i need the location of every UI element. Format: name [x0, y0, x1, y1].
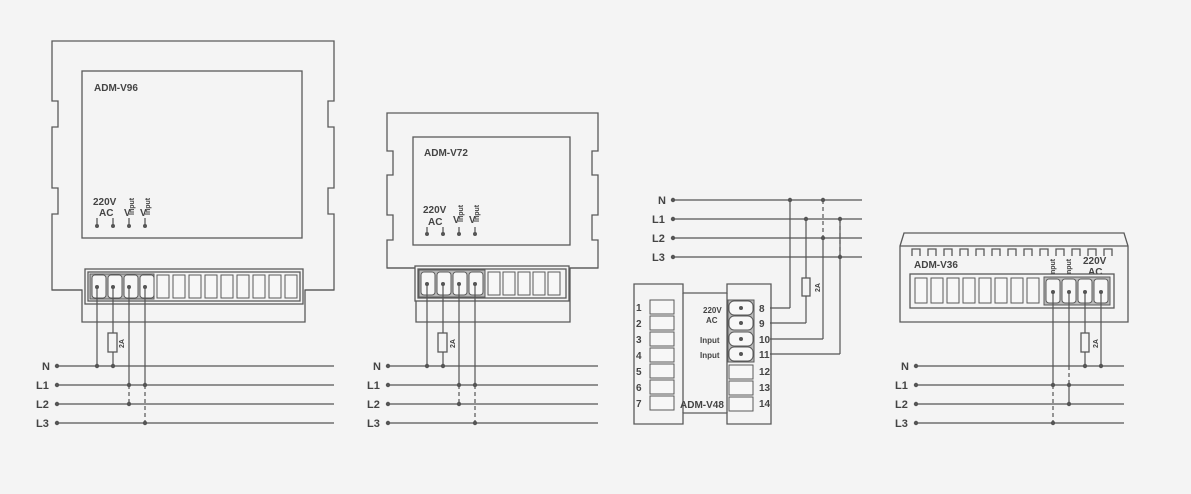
- v96-terminals: [89, 273, 298, 300]
- v96-line-l3: L3: [36, 418, 49, 430]
- v36-terminals: [914, 276, 1111, 306]
- v36-220v-label: 220V: [1083, 256, 1107, 267]
- v72-model-label: ADM-V72: [424, 148, 468, 159]
- v48-term-4: 4: [636, 351, 642, 362]
- v96-v2-label: V: [140, 208, 147, 219]
- v72-line-n: N: [373, 361, 381, 373]
- v48-line-l1: L1: [652, 214, 665, 226]
- v96-housing: [51, 40, 335, 323]
- v48-input1-label: Input: [700, 336, 720, 345]
- v48-220v-label: 220V: [703, 306, 722, 315]
- v48-term-13: 13: [759, 383, 771, 394]
- v48-term-14: 14: [759, 399, 771, 410]
- v72-fuse: [437, 332, 448, 353]
- v48-term-11: 11: [759, 350, 770, 361]
- v96-ac-label: AC: [99, 208, 113, 219]
- v96-line-l2: L2: [36, 399, 49, 411]
- v36-fuse: [1080, 332, 1090, 353]
- v96-line-n: N: [42, 361, 50, 373]
- v96-fuse: [107, 332, 118, 353]
- v96-v1-sub-label: Input: [129, 197, 136, 215]
- v36-vent-slots: [911, 248, 1113, 256]
- adm-v48-diagram: N L1 L2 L3 ADM-V48 1 2 3 4 5 6 7: [633, 195, 862, 425]
- v48-right-terminals: [727, 299, 755, 412]
- v48-term-1: 1: [636, 303, 642, 314]
- adm-v72-diagram: ADM-V72 220V AC V Input V Input: [367, 112, 599, 430]
- v96-220v-label: 220V: [93, 197, 117, 208]
- v72-fuse-label: 2A: [450, 339, 457, 348]
- v48-term-5: 5: [636, 367, 642, 378]
- v36-line-l3: L3: [895, 418, 908, 430]
- v48-fuse-label: 2A: [815, 283, 822, 292]
- v72-display: [412, 136, 571, 246]
- v72-pins: [425, 227, 477, 236]
- v96-v1-label: V: [124, 208, 131, 219]
- v48-term-6: 6: [636, 383, 642, 394]
- v72-220v-label: 220V: [423, 205, 447, 216]
- v36-fuse-label: 2A: [1093, 339, 1100, 348]
- v96-display: [81, 70, 303, 239]
- v72-line-l1: L1: [367, 380, 380, 392]
- v72-v1-sub-label: Input: [458, 204, 465, 222]
- v48-ac-label: AC: [706, 316, 718, 325]
- adm-v96-diagram: ADM-V96 220V AC V Input V Input: [36, 40, 335, 430]
- v36-model-label: ADM-V36: [914, 260, 958, 271]
- v48-left-terminals: [649, 299, 675, 411]
- v48-line-l2: L2: [652, 233, 665, 245]
- v48-line-l3: L3: [652, 252, 665, 264]
- v36-line-l2: L2: [895, 399, 908, 411]
- v72-housing: [386, 112, 599, 323]
- v96-fuse-label: 2A: [119, 339, 126, 348]
- v96-v2-sub-label: Input: [145, 197, 152, 215]
- v48-model-label: ADM-V48: [680, 400, 724, 411]
- v36-input1-label: Input: [1050, 258, 1057, 276]
- v72-terminals: [418, 269, 561, 298]
- v36-line-n: N: [901, 361, 909, 373]
- v36-input2-label: Input: [1066, 258, 1073, 276]
- v72-line-l2: L2: [367, 399, 380, 411]
- v48-term-12: 12: [759, 367, 771, 378]
- v72-v1-label: V: [453, 215, 460, 226]
- v96-line-l1: L1: [36, 380, 49, 392]
- v36-ac-label: AC: [1088, 267, 1102, 278]
- v48-term-2: 2: [636, 319, 642, 330]
- v72-v2-label: V: [469, 215, 476, 226]
- adm-v36-diagram: ADM-V36 Input Input 220V AC: [895, 232, 1129, 430]
- v72-ac-label: AC: [428, 217, 442, 228]
- v48-term-9: 9: [759, 319, 765, 330]
- v96-model-label: ADM-V96: [94, 83, 138, 94]
- v48-term-7: 7: [636, 399, 642, 410]
- v48-input2-label: Input: [700, 351, 720, 360]
- v72-line-l3: L3: [367, 418, 380, 430]
- v72-v2-sub-label: Input: [474, 204, 481, 222]
- v36-line-l1: L1: [895, 380, 908, 392]
- v48-term-8: 8: [759, 304, 765, 315]
- v48-line-n: N: [658, 195, 666, 207]
- v48-term-10: 10: [759, 335, 771, 346]
- v96-pins: [95, 218, 147, 228]
- v48-term-3: 3: [636, 335, 642, 346]
- v48-fuse: [801, 277, 811, 297]
